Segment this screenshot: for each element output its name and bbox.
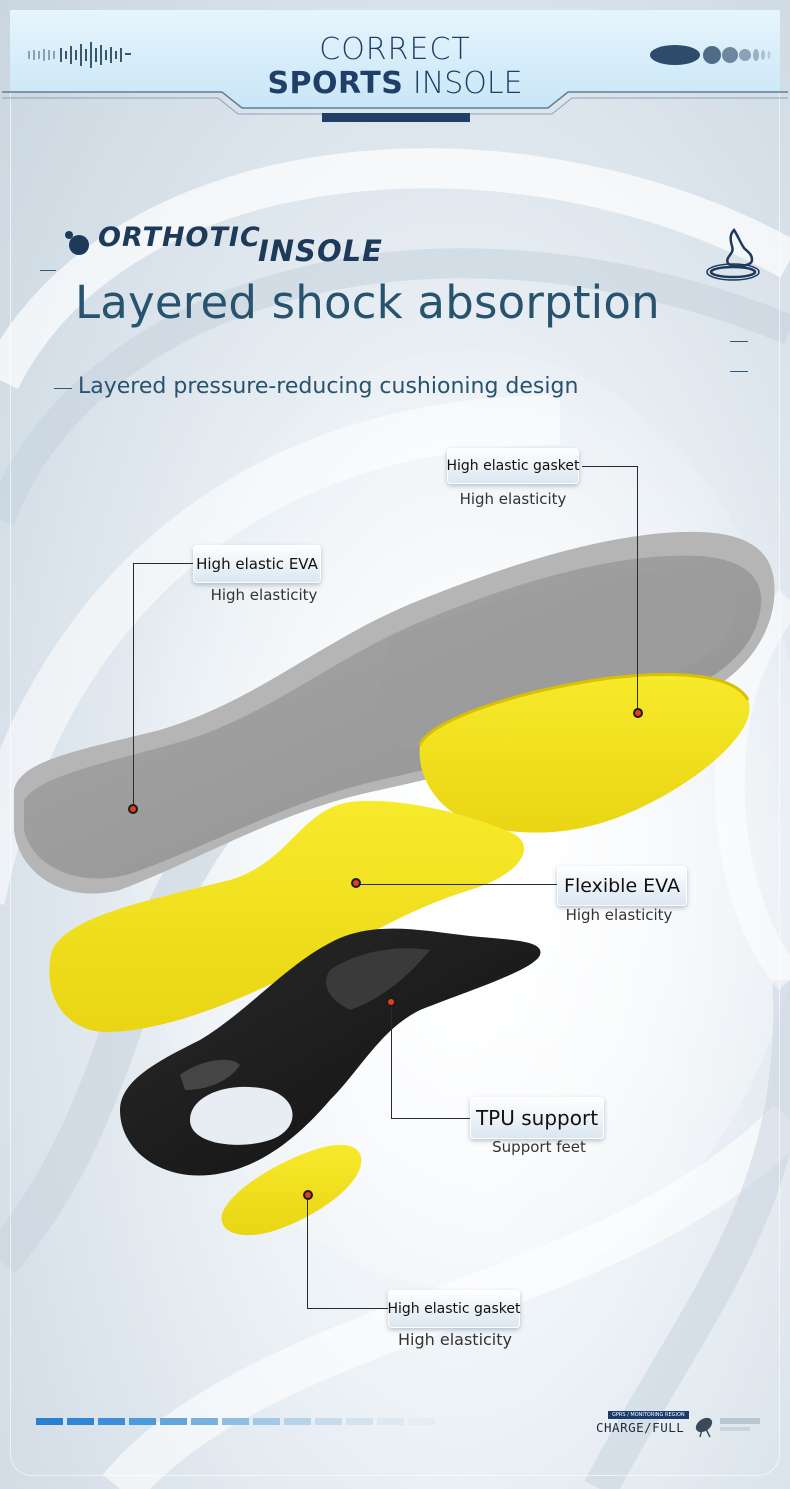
page-title: Layered shock absorption	[75, 276, 660, 329]
title-dash-left	[40, 270, 56, 271]
callout-dot	[633, 708, 643, 718]
label-high-elastic-eva: High elastic EVA	[193, 545, 321, 583]
leader-line	[133, 563, 193, 564]
callout-dot	[386, 997, 396, 1007]
leader-line	[637, 466, 638, 712]
leader-line	[358, 884, 557, 885]
callout-dot	[303, 1190, 313, 1200]
insole-layers-illustration	[14, 531, 775, 1236]
progress-segment	[191, 1418, 218, 1425]
orthotic-word: ORTHOTIC	[98, 222, 261, 253]
bubble-dot-icon	[65, 231, 89, 255]
progress-segment	[408, 1418, 435, 1425]
label-high-elastic-gasket-bottom: High elastic gasket	[388, 1290, 521, 1328]
soundwave-icon	[28, 42, 131, 68]
label-tpu-support: TPU support	[470, 1097, 604, 1139]
leader-line	[307, 1200, 308, 1308]
capsule-dots-icon	[650, 45, 771, 65]
progress-segment	[377, 1418, 404, 1425]
progress-segment	[36, 1418, 63, 1425]
header-banner: CORRECT SPORTS INSOLE	[0, 0, 790, 130]
progress-segment	[129, 1418, 156, 1425]
subtitle-dash	[54, 388, 72, 389]
progress-segment	[160, 1418, 187, 1425]
label-flexible-eva: Flexible EVA	[557, 866, 687, 906]
label-desc-tpu-support: Support feet	[492, 1138, 586, 1156]
right-dash-1	[730, 341, 748, 342]
header-line1: CORRECT	[319, 32, 471, 67]
progress-segment	[67, 1418, 94, 1425]
progress-segment	[98, 1418, 125, 1425]
header-plate	[2, 10, 788, 122]
right-dash-2	[730, 371, 748, 372]
header-bold-word: SPORTS	[267, 66, 404, 101]
leader-line	[391, 1003, 392, 1119]
label-high-elastic-gasket-top: High elastic gasket	[447, 448, 580, 484]
yellow-heel-pad-top	[419, 674, 750, 833]
progress-segment	[315, 1418, 342, 1425]
leader-line	[391, 1118, 470, 1119]
label-desc-high-elastic-eva: High elasticity	[210, 586, 318, 604]
progress-segment	[253, 1418, 280, 1425]
monitor-label: GPRS / MONITORING REGION	[608, 1411, 689, 1419]
page-subtitle: Layered pressure-reducing cushioning des…	[78, 374, 579, 399]
callout-dot	[128, 804, 138, 814]
insole-word: INSOLE	[258, 234, 383, 268]
yellow-flexible-eva	[49, 800, 525, 1033]
leader-line	[582, 466, 637, 467]
header-line2: SPORTS INSOLE	[0, 66, 790, 101]
progress-bar	[36, 1418, 435, 1426]
charge-indicator: GPRS / MONITORING REGION CHARGE/FULL	[596, 1411, 766, 1441]
label-desc-flexible-eva: High elasticity	[565, 906, 673, 924]
leader-line	[133, 563, 134, 807]
satellite-dish-icon	[695, 1417, 760, 1438]
progress-segment	[346, 1418, 373, 1425]
yellow-heel-pad-small	[221, 1144, 362, 1236]
label-desc-high-elastic-gasket-top: High elasticity	[459, 490, 567, 508]
foot-pressure-icon	[706, 228, 760, 281]
progress-segment	[284, 1418, 311, 1425]
header-regular-word: INSOLE	[412, 66, 523, 101]
charge-text: CHARGE/FULL	[596, 1420, 685, 1435]
progress-segment	[222, 1418, 249, 1425]
label-desc-high-elastic-gasket-bottom: High elasticity	[398, 1330, 512, 1349]
leader-line	[307, 1308, 388, 1309]
callout-dot	[351, 878, 361, 888]
